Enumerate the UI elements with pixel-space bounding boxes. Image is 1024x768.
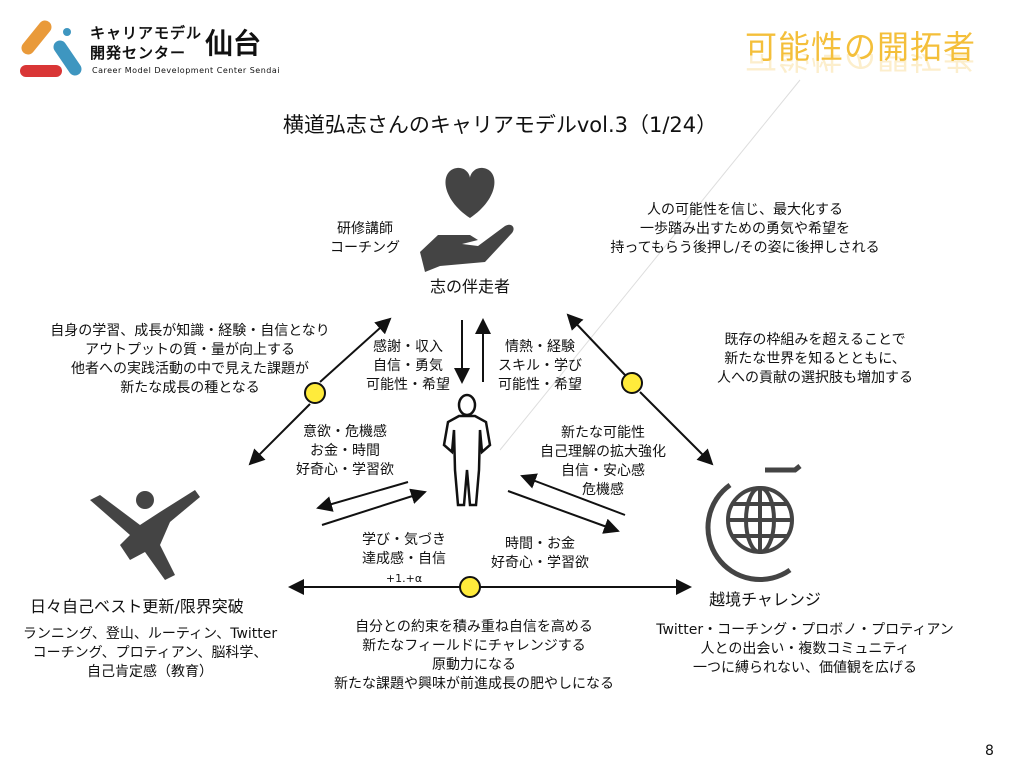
right-edge-text: 既存の枠組みを超えることで新たな世界を知るとともに、人への貢献の選択肢も増加する: [717, 332, 913, 386]
arrow-to-right: [507, 490, 620, 534]
martial-arts-kick-icon: [90, 490, 200, 580]
left-node-label: 日々自己ベスト更新/限界突破: [30, 597, 244, 616]
from-left-text: 学び・気づき達成感・自信+1.+α: [362, 532, 446, 585]
tagline-reflection: 可能性の開拓者: [745, 54, 977, 76]
logo-city: 仙台: [205, 27, 262, 60]
globe-plane-icon: [705, 464, 802, 582]
arrow-from-left: [321, 488, 427, 526]
top-node-roles: 研修講師コーチング: [330, 221, 400, 256]
node-dot-right: [621, 372, 643, 394]
to-right-text: 時間・お金好奇心・学習欲: [491, 536, 589, 571]
bottom-edge-text: 自分との約束を積み重ね自信を高める新たなフィールドにチャレンジする原動力になる新…: [334, 619, 614, 692]
left-edge-text: 自身の学習、成長が知識・経験・自信となりアウトプットの質・量が向上する他者への実…: [50, 323, 330, 396]
person-icon: [442, 393, 492, 507]
node-dot-bottom: [459, 576, 481, 598]
arrow-to-left: [316, 481, 409, 512]
right-node-details: Twitter・コーチング・プロボノ・プロティアン人との出会い・複数コミュニティ…: [656, 622, 954, 676]
heart-hand-icon: [420, 167, 514, 272]
slide-title: 横道弘志さんのキャリアモデルvol.3（1/24）: [282, 113, 718, 137]
arrow-right-edge-down: [639, 391, 714, 466]
from-right-text: 新たな可能性自己理解の拡大強化自信・安心感危機感: [540, 425, 666, 498]
arrow-from-right: [520, 473, 626, 516]
logo-mark-icon: [20, 20, 82, 77]
logo-english: Career Model Development Center Sendai: [92, 66, 280, 75]
node-dot-left: [304, 382, 326, 404]
arrow-left-edge-up: [319, 317, 392, 383]
arrow-left-edge-down: [248, 403, 311, 466]
right-node-label: 越境チャレンジ: [709, 590, 821, 609]
to-left-text: 意欲・危機感お金・時間好奇心・学習欲: [296, 424, 394, 478]
top-node-label: 志の伴走者: [429, 277, 511, 296]
faint-guide-line: [499, 79, 801, 451]
tagline: 可能性の開拓者: [745, 28, 977, 66]
logo-text-line1: キャリアモデル: [90, 24, 203, 42]
arrow-right-edge-up: [566, 313, 626, 376]
to-top-text: 情熱・経験スキル・学び可能性・希望: [498, 339, 582, 393]
page-number: 8: [985, 743, 994, 759]
logo-text-line2: 開発センター: [90, 44, 187, 62]
from-top-text: 感謝・収入自信・勇気可能性・希望: [366, 339, 450, 393]
top-right-text: 人の可能性を信じ、最大化する一歩踏み出すための勇気や希望を持ってもらう後押し/そ…: [610, 202, 880, 256]
